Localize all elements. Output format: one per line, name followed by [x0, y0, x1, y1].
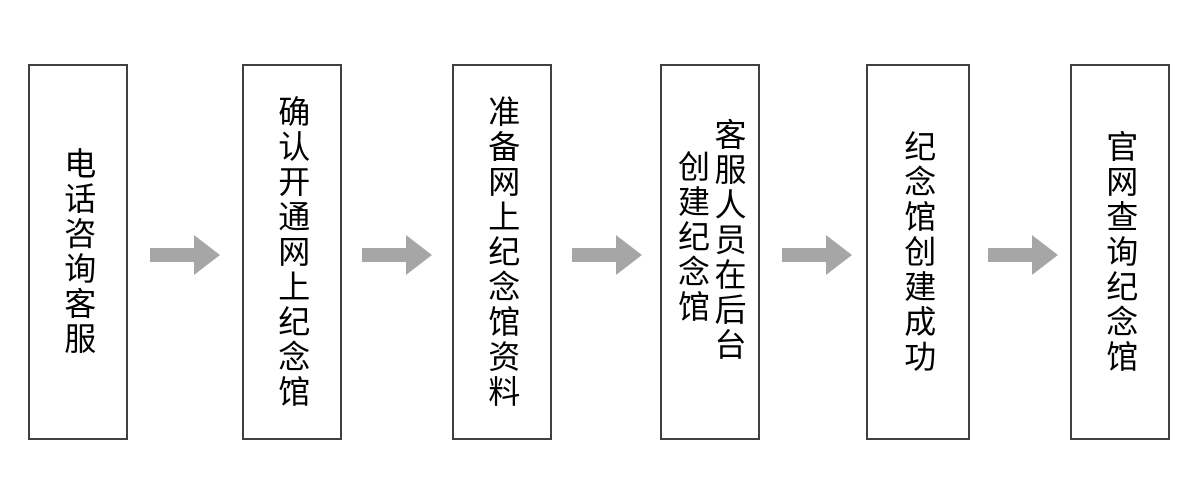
- flow-node-1[interactable]: 电话咨询客服: [28, 64, 128, 440]
- flow-node-2-label: 确认开通网上纪念馆: [273, 94, 312, 410]
- arrow-head-icon: [1032, 235, 1058, 275]
- flow-arrow-1: [150, 235, 220, 275]
- flow-node-2[interactable]: 确认开通网上纪念馆: [242, 64, 342, 440]
- flow-arrow-3: [572, 235, 642, 275]
- arrow-shaft: [150, 248, 194, 262]
- flow-node-3[interactable]: 准备网上纪念馆资料: [452, 64, 552, 440]
- arrow-head-icon: [616, 235, 642, 275]
- arrow-shaft: [988, 248, 1032, 262]
- flow-node-5-label: 纪念馆创建成功: [899, 129, 938, 375]
- arrow-head-icon: [826, 235, 852, 275]
- flow-node-4[interactable]: 客服人员在后台 创建纪念馆: [660, 64, 760, 440]
- flow-node-5[interactable]: 纪念馆创建成功: [866, 64, 970, 440]
- flow-node-6-label: 官网查询纪念馆: [1101, 129, 1140, 375]
- flow-arrow-4: [782, 235, 852, 275]
- flow-node-6[interactable]: 官网查询纪念馆: [1070, 64, 1170, 440]
- flow-arrow-5: [988, 235, 1058, 275]
- flow-node-3-label: 准备网上纪念馆资料: [483, 94, 522, 410]
- arrow-shaft: [362, 248, 406, 262]
- arrow-shaft: [572, 248, 616, 262]
- flow-arrow-2: [362, 235, 432, 275]
- arrow-head-icon: [194, 235, 220, 275]
- flow-node-1-label: 电话咨询客服: [59, 147, 98, 357]
- arrow-head-icon: [406, 235, 432, 275]
- flow-node-4-label-col1: 客服人员在后台: [709, 118, 748, 363]
- arrow-shaft: [782, 248, 826, 262]
- flow-node-4-label-col2: 创建纪念馆: [673, 150, 711, 325]
